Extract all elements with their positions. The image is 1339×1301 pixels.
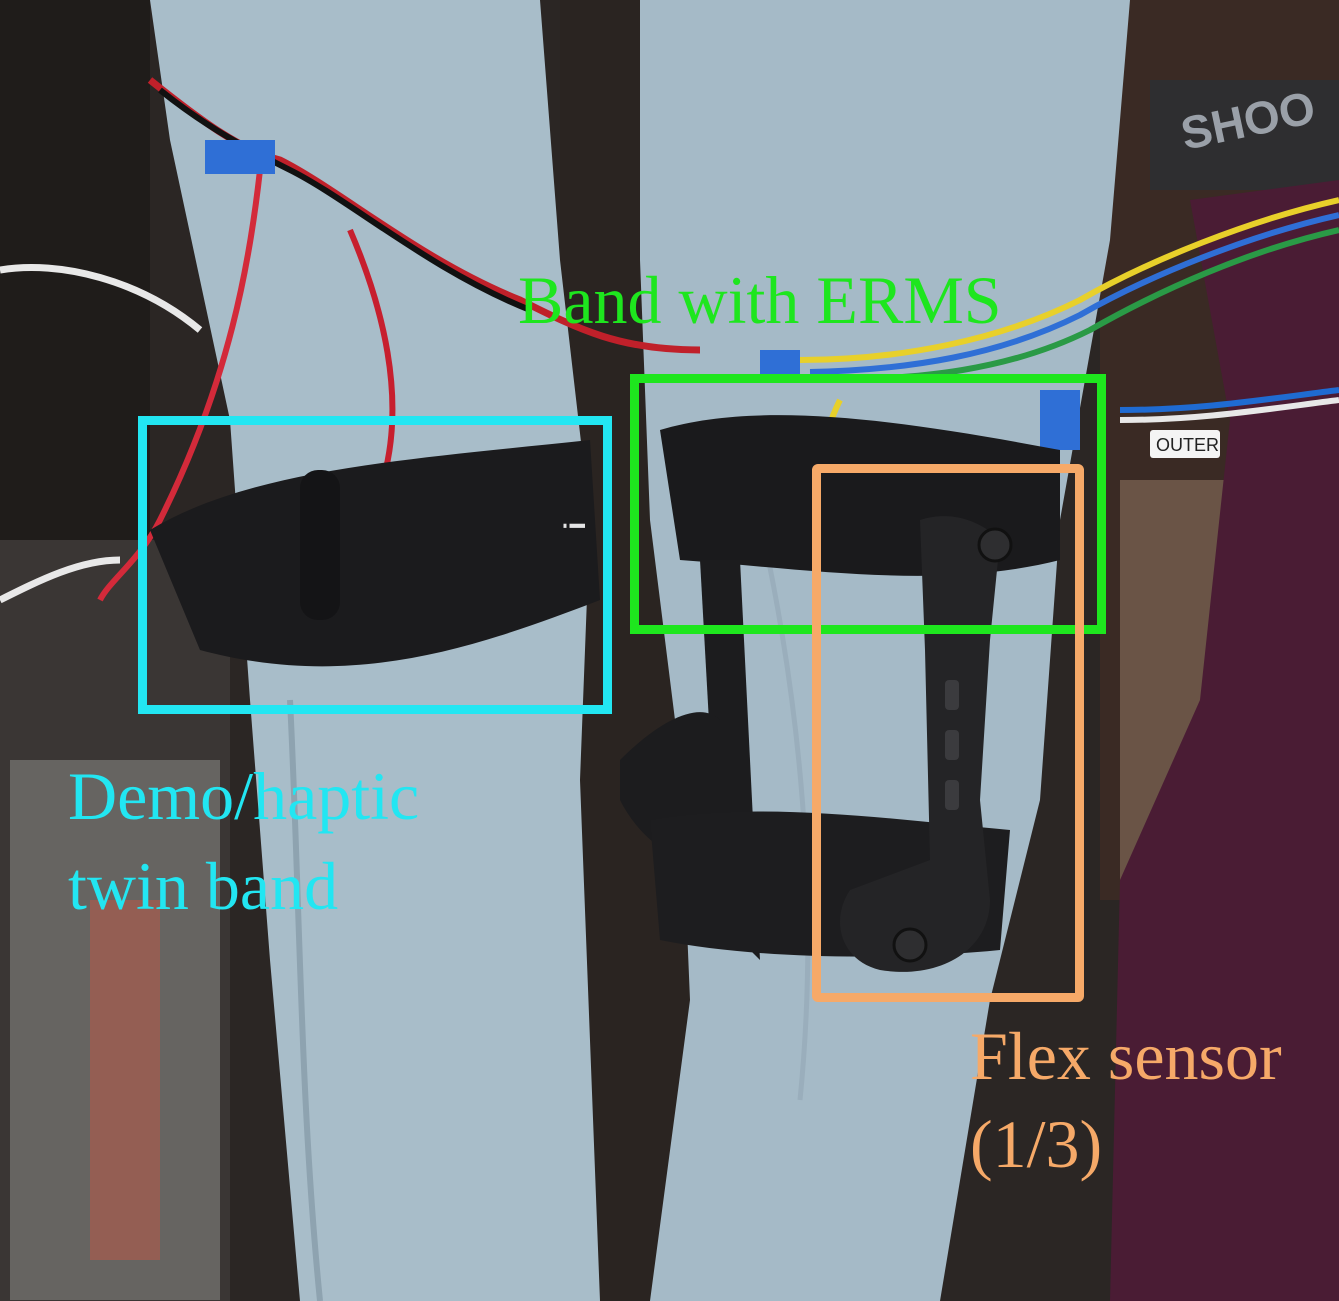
outer-tag-text: OUTER — [1156, 435, 1219, 455]
haptic-band — [150, 440, 600, 667]
purple-jacket — [1110, 180, 1339, 1301]
flex-sensor-label-line1: Flex sensor — [970, 1018, 1282, 1094]
outer-tag — [1150, 430, 1220, 458]
flex-sensor-label-line2: (1/3) — [970, 1106, 1103, 1182]
demo-band-highlight-box — [138, 416, 612, 714]
right-leg — [640, 0, 1130, 1301]
demo-band-label-line2: twin band — [68, 848, 339, 924]
flex-sensor-highlight-box — [812, 464, 1084, 1002]
ermes-band-label: Band with ERMS — [518, 262, 1002, 338]
ermes-band-highlight-box — [630, 374, 1106, 634]
demo-band-label-line1: Demo/haptic — [68, 758, 420, 834]
printed-box — [1150, 80, 1339, 190]
svg-text:i: i — [559, 522, 592, 530]
blue-tape — [205, 140, 275, 174]
